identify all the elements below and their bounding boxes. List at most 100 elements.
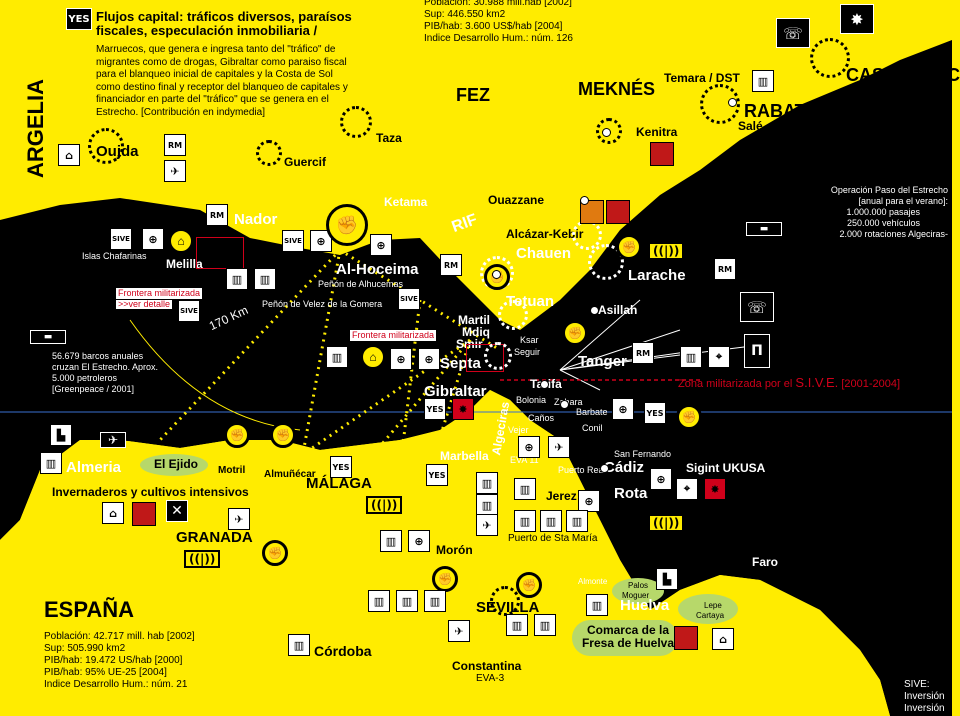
factory-icon: ▙ [50,424,72,446]
signal-icon: ((|)) [184,550,221,568]
casablanca-ring [810,38,850,78]
signal-icon: ((|)) [366,496,403,514]
location-dot [580,196,589,205]
city-cadiz: Cádiz [604,459,645,476]
yes-icon: YES [644,402,666,424]
tomato-icon [606,200,630,224]
city-martil: Martil [458,313,491,327]
fist-icon: ✊ [616,234,642,260]
prison-icon: ▥ [680,346,702,368]
plane-icon: ✈ [548,436,570,458]
rm-icon: RM [206,204,228,226]
city-alhoceima: Al-Hoceima [336,261,419,278]
location-dot [590,306,599,315]
ma-idh: Indice Desarrollo Hum.: núm. 126 [424,33,573,44]
prison-icon: ▥ [476,494,498,516]
city-jerez: Jerez [546,489,577,503]
city-moron: Morón [436,543,473,557]
city-granada: GRANADA [176,529,253,546]
city-vejer: Vejer [508,425,529,435]
yes-icon: YES [330,456,352,478]
city-cartaya: Cartaya [696,611,725,620]
ma-poblacion: Población: 30.988 mill.hab [2002] [424,0,572,8]
yes-icon: YES [66,8,92,30]
header-body: Marruecos, que genera e ingresa tanto de… [96,44,348,118]
city-sale: Salé [738,119,763,133]
sevilla-ring [490,586,520,616]
city-el-ejido: El Ejido [154,457,199,471]
operacion-3: 1.000.000 pasajes [846,207,920,217]
prison-icon: ▥ [506,614,528,636]
mosque-icon: ⌂ [102,502,124,524]
barcos-2: cruzan El Estrecho. Aprox. [52,362,159,372]
city-puerto-sta-maria: Puerto de Sta María [508,533,598,544]
prison-icon: ▥ [514,510,536,532]
prison-icon: ▥ [752,70,774,92]
city-rabat: RABAT [744,101,806,121]
location-dot [600,464,609,473]
mosque-icon: ⌂ [360,344,386,370]
frontera1-label: Frontera militarizada [116,288,203,300]
zona-sive-label: Zona militarizada por el S.I.V.E. [2001-… [678,375,901,390]
city-velez: Peñón de Velez de la Gomera [262,299,383,309]
explosion-icon: ✸ [704,478,726,500]
prison-icon: ▥ [288,634,310,656]
sive-icon: SIVE [178,300,200,322]
prison-icon: ▥ [514,478,536,500]
prison-icon: ▥ [396,590,418,612]
location-dot [602,128,611,137]
prison-icon: ▥ [226,268,248,290]
prison-icon: ▥ [326,346,348,368]
comarca-area [572,620,678,656]
city-larache: Larache [628,267,686,284]
city-tanger: Tanger [578,353,627,370]
city-almonte: Almonte [578,577,608,586]
radar-icon: ⊕ [518,436,540,458]
prison-icon: ▥ [566,510,588,532]
prison-icon: ▥ [586,594,608,616]
satellite-icon: ⌖ [676,478,698,500]
city-seguir: Seguir [514,347,541,357]
radar-icon: ⊕ [418,348,440,370]
city-ouazzane: Ouazzane [488,193,545,207]
tomato-icon [650,142,674,166]
fist-icon: ✊ [270,422,296,448]
radar-icon: ⊕ [650,468,672,490]
sive-note-3: Inversión [904,703,945,714]
signal-icon: ((|)) [648,514,685,532]
explosion-icon: ✸ [840,4,874,34]
city-moguer: Moguer [622,591,650,600]
guercif-ring [256,140,282,166]
city-san-fernando: San Fernando [614,449,672,459]
factory-icon: ▙ [656,568,678,590]
es-sup: Sup: 505.990 km2 [44,643,126,654]
city-alhucemas: Peñón de Alhucemas [318,279,404,289]
city-huelva: Huelva [620,597,670,614]
prison-icon: ▥ [424,590,446,612]
city-marbella: Marbella [440,449,489,463]
plane-icon: ✈ [164,160,186,182]
prison-icon: ▥ [540,510,562,532]
explosion-icon: ✸ [452,398,474,420]
tetuan-ring [498,300,528,330]
trousers-icon: Π [744,334,770,368]
phone-icon: ☏ [776,18,810,48]
fist-icon: ✊ [224,422,250,448]
city-alcazar: Alcázar-Kebir [506,227,584,241]
city-gibraltar: Gibraltar [424,383,487,400]
operacion-5: 2.000 rotaciones Algeciras- [839,229,948,239]
city-canos: Caños [528,413,555,423]
rm-icon: RM [632,342,654,364]
barcos-1: 56.679 barcos anuales [52,351,144,361]
location-dot [492,270,501,279]
prison-icon: ▥ [534,614,556,636]
ship-icon: ▬ [30,330,66,344]
label-argelia: ARGELIA [23,79,48,178]
plane-icon: ✈ [100,432,126,448]
ver-detalle-link[interactable]: >>ver detalle [116,299,173,310]
prison-icon: ▥ [380,530,402,552]
rm-icon: RM [164,134,186,156]
melilla-frontier-box [196,237,244,269]
city-eva3: EVA-3 [476,673,505,684]
